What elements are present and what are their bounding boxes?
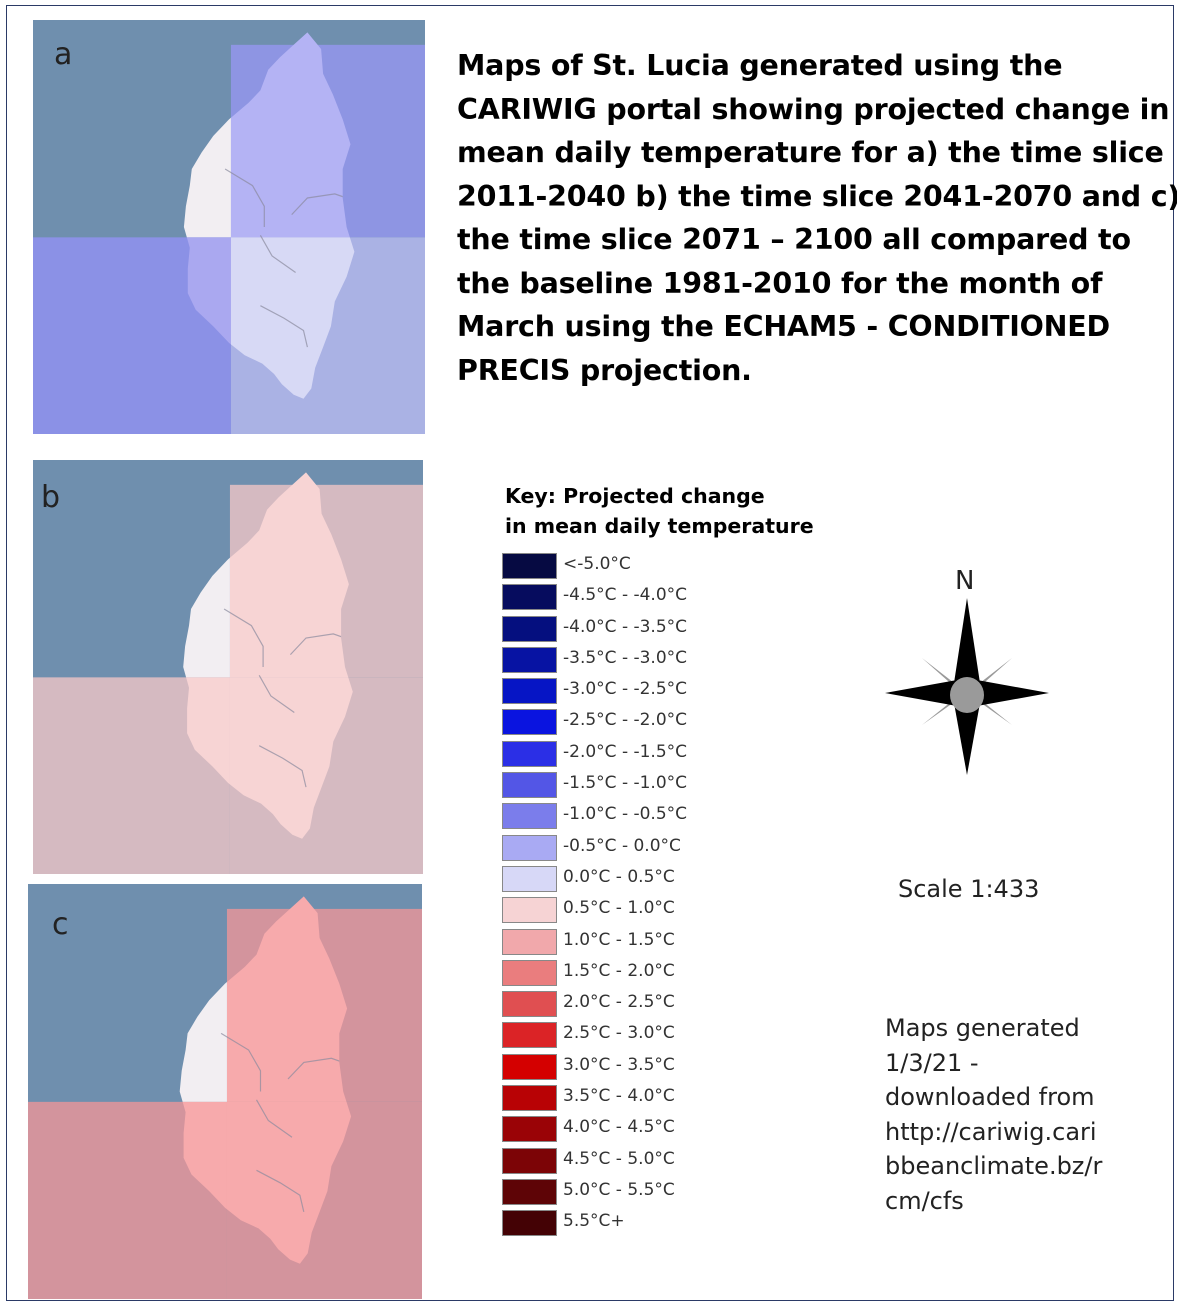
legend-label: -1.5°C - -1.0°C [563,773,688,794]
figure-caption: Maps of St. Lucia generated using the CA… [457,44,1177,392]
caption-line: the baseline 1981-2010 for the month of [457,266,1103,300]
legend-title-line: Key: Projected change [505,484,765,508]
legend-label: -2.0°C - -1.5°C [563,741,688,762]
map-letter-a: a [54,37,73,72]
legend-swatch [502,865,557,892]
legend-label: 2.0°C - 2.5°C [563,992,675,1013]
legend-label: -0.5°C - 0.0°C [563,835,681,856]
caption-line: 2011-2040 b) the time slice 2041-2070 an… [457,179,1177,213]
figure-frame [6,5,1174,1301]
legend-swatch [502,803,557,830]
legend-swatch [502,553,557,579]
legend-swatch [502,646,557,673]
legend-swatch [502,772,557,799]
note-line: 1/3/21 - [885,1048,979,1077]
legend-label: -4.5°C - -4.0°C [563,585,688,606]
map-svg [33,460,423,874]
map-panel-a [33,20,425,434]
map-letter-b: b [41,480,61,515]
caption-line: PRECIS projection. [457,353,752,387]
legend-swatch [502,1210,557,1237]
legend-swatch [502,1053,557,1080]
legend-swatch [502,1147,557,1174]
note-line: Maps generated [885,1014,1080,1042]
legend-label: -3.5°C - -3.0°C [563,647,688,668]
legend-label: <-5.0°C [563,554,631,574]
map-panel-c [28,884,422,1299]
caption-line: March using the ECHAM5 - CONDITIONED [457,310,1111,343]
legend-swatch [502,615,557,642]
legend-label: -4.0°C - -3.5°C [563,616,688,637]
map-svg [33,20,425,434]
caption-line: Maps of St. Lucia generated using the [457,49,1063,82]
legend-label: -2.5°C - -2.0°C [563,710,688,731]
legend-title: Key: Projected change in mean daily temp… [505,481,814,541]
legend-label: -3.0°C - -2.5°C [563,679,688,700]
legend-label: 4.0°C - 4.5°C [563,1117,675,1138]
legend-swatch [502,1116,557,1143]
compass-rose-icon [884,568,1050,782]
source-note: Maps generated 1/3/21 - downloaded from … [885,1011,1102,1218]
legend-swatch [502,1178,557,1205]
legend-title-line: in mean daily temperature [505,514,814,538]
legend-swatch [502,709,557,736]
map-letter-c: c [52,907,69,942]
legend-label: 3.5°C - 4.0°C [563,1086,675,1107]
legend-swatch [502,1022,557,1049]
note-line: downloaded from [885,1083,1095,1111]
legend-label: 5.0°C - 5.5°C [563,1179,675,1200]
caption-line: mean daily temperature for a) the time s… [457,136,1164,169]
scale-label: Scale 1:433 [898,875,1040,903]
legend-swatch [502,740,557,767]
note-line: http://cariwig.cari [885,1117,1097,1146]
legend-label: 0.5°C - 1.0°C [563,898,675,919]
legend-swatch [502,897,557,924]
map-svg [28,884,422,1299]
legend-swatch [502,1085,557,1112]
legend-label: 4.5°C - 5.0°C [563,1148,675,1169]
legend-label: 2.5°C - 3.0°C [563,1023,675,1044]
legend-label: 0.0°C - 0.5°C [563,866,675,887]
legend-label: 3.0°C - 3.5°C [563,1054,675,1075]
legend-swatch [502,678,557,705]
caption-line: the time slice 2071 – 2100 all compared … [457,223,1131,256]
legend-label: -1.0°C - -0.5°C [563,804,688,825]
legend-label: 1.0°C - 1.5°C [563,929,675,950]
legend-swatch [502,991,557,1018]
legend-swatch [502,834,557,861]
legend-swatch [502,584,557,611]
caption-line: CARIWIG portal showing projected change … [457,92,1170,126]
legend-swatch [502,928,557,955]
note-line: cm/cfs [885,1186,964,1215]
legend-swatch [502,959,557,986]
north-label: N [955,566,975,596]
legend-label: 5.5°C+ [563,1211,625,1232]
map-panel-b [33,460,423,874]
note-line: bbeanclimate.bz/r [885,1152,1103,1180]
legend-label: 1.5°C - 2.0°C [563,960,675,981]
